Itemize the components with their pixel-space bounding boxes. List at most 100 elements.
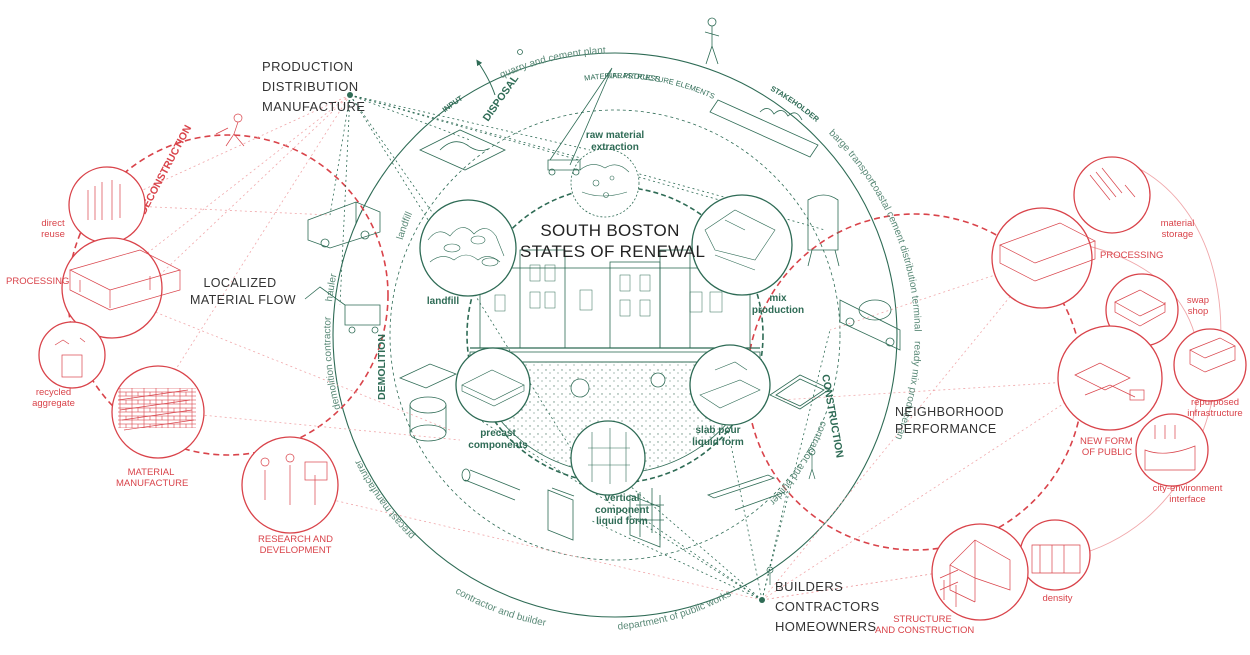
equipment-illustrations	[304, 17, 901, 548]
phase-input-label: INPUT	[441, 93, 465, 114]
repurposed-line-2: infrastructure	[1187, 407, 1243, 419]
interface-vignette	[1135, 413, 1209, 487]
pipe-section	[650, 372, 666, 388]
structure-line-1: STRUCTURE	[893, 614, 952, 625]
beam-icon	[706, 474, 786, 511]
precast-vignette	[455, 347, 531, 423]
phase-disposal-label: DISPOSAL	[481, 72, 522, 123]
interface-line-1: city-environment	[1152, 483, 1223, 494]
precast-line-1: precast	[480, 428, 516, 439]
interface-label: city-environment interface	[1150, 483, 1225, 506]
storage-line-1: material	[1160, 218, 1195, 229]
landfill-vignette	[419, 199, 517, 297]
stakeholder-demolition-contractor-label: demolition contractor	[322, 316, 343, 411]
people-icons	[766, 448, 816, 585]
vignette-hatching	[427, 164, 776, 484]
neighborhood-line-1: NEIGHBORHOOD	[895, 405, 1004, 419]
excavator-icon	[304, 286, 381, 334]
pipe-icon	[461, 468, 521, 501]
disposal-pile-icon	[419, 129, 506, 171]
left-vignette-drawings	[54, 113, 328, 505]
direct-line-2: reuse	[41, 228, 65, 240]
manhole-ring-icon	[409, 396, 447, 442]
builders-node-label: BUILDERS CONTRACTORS HOMEOWNERS	[775, 577, 880, 637]
vertical-component-vignette	[570, 420, 646, 496]
input-arrow	[476, 59, 496, 96]
right-vignette-drawings	[939, 167, 1236, 607]
vertical-line-2: component	[595, 504, 649, 516]
outer-ring	[332, 52, 898, 618]
phase-deconstruction-label: DECONSTRUCTION	[137, 123, 194, 216]
production-line-3: MANUFACTURE	[262, 99, 366, 114]
localized-line-2: MATERIAL FLOW	[190, 293, 296, 307]
builders-line-3: HOMEOWNERS	[775, 619, 877, 634]
manufacture-line-1: MATERIAL	[127, 467, 175, 478]
slab-line-1: slab pour	[695, 425, 741, 436]
formwork-icon	[547, 487, 661, 548]
precast-slab-icon	[398, 363, 458, 389]
material-storage-vignette	[1073, 156, 1151, 234]
raw-line-2: extraction	[591, 141, 639, 153]
direct-reuse-vignette	[68, 166, 146, 244]
builders-node-dot	[759, 597, 765, 603]
public-line-2: OF PUBLIC	[1081, 446, 1132, 458]
research-line-2: DEVELOPMENT	[259, 544, 332, 556]
production-line-1: PRODUCTION	[262, 59, 354, 74]
research-line-1: RESEARCH AND	[258, 534, 333, 545]
recycled-line-2: aggregate	[32, 397, 75, 409]
swap-shop-label: swap shop	[1178, 295, 1218, 318]
structure-vignette	[931, 523, 1029, 621]
processing-left-label: PROCESSING	[6, 276, 70, 287]
public-line-1: NEW FORM	[1080, 437, 1132, 447]
structure-label: STRUCTURE AND CONSTRUCTION	[875, 614, 975, 637]
production-node-dot	[347, 92, 353, 98]
barge-icon	[709, 99, 819, 158]
localized-line-1: LOCALIZED	[203, 276, 277, 290]
builders-line-1: BUILDERS	[775, 579, 844, 594]
diagram-title: SOUTH BOSTON STATES OF RENEWAL	[520, 220, 705, 263]
phase-material-process-label: MATERIAL PROCESS	[584, 71, 661, 84]
rebar-cage-icon	[636, 488, 664, 540]
middle-ring	[389, 109, 841, 561]
right-vignettes	[931, 156, 1247, 621]
precast-components-label: precast components	[458, 428, 538, 451]
worker-icon	[704, 17, 720, 65]
phase-construction-label: CONSTRUCTION	[819, 373, 846, 458]
density-label: density	[1042, 593, 1073, 604]
deconstruction-worker-icon	[215, 113, 245, 147]
pipe-section	[570, 378, 590, 398]
repurposed-label: repurposed infrastructure	[1180, 397, 1250, 420]
inner-vignettes	[419, 148, 793, 496]
mix-line-2: production	[751, 304, 805, 316]
frame-icon	[769, 374, 831, 410]
stakeholder-landfill-label: landfill	[395, 210, 415, 241]
silo-icon	[807, 194, 840, 267]
public-space-vignette	[1057, 325, 1163, 431]
swap-line-2: shop	[1187, 305, 1209, 317]
density-vignette	[1019, 519, 1091, 591]
vertical-line-1: vertical	[604, 493, 640, 504]
repurposed-line-1: repurposed	[1190, 397, 1240, 408]
structure-line-2: AND CONSTRUCTION	[875, 624, 975, 636]
neighborhood-label: NEIGHBORHOOD PERFORMANCE	[895, 404, 1004, 438]
manufacture-line-2: MANUFACTURE	[116, 477, 189, 489]
title-line-1: SOUTH BOSTON	[540, 221, 680, 240]
cement-mixer-truck-icon	[839, 299, 901, 351]
dump-truck-icon	[307, 201, 381, 249]
repurposed-vignette	[1173, 328, 1247, 402]
material-storage-label: material storage	[1150, 218, 1205, 241]
crane-icon	[547, 67, 613, 176]
storage-line-2: storage	[1161, 228, 1194, 240]
recycled-line-1: recycled	[35, 387, 72, 398]
stakeholder-hauler-label: hauler	[324, 272, 340, 302]
localized-flow-label: LOCALIZED MATERIAL FLOW	[190, 275, 296, 309]
research-label: RESEARCH AND DEVELOPMENT	[258, 534, 333, 557]
recycled-aggregate-label: recycled aggregate	[26, 387, 81, 410]
raw-material-label: raw material extraction	[575, 130, 655, 153]
slab-line-2: liquid form	[692, 436, 744, 448]
production-node-label: PRODUCTION DISTRIBUTION MANUFACTURE	[262, 57, 365, 117]
interface-line-2: interface	[1169, 493, 1206, 505]
stakeholder-contractor-right-label: contractor and builder	[767, 419, 829, 507]
builders-line-2: CONTRACTORS	[775, 599, 880, 614]
